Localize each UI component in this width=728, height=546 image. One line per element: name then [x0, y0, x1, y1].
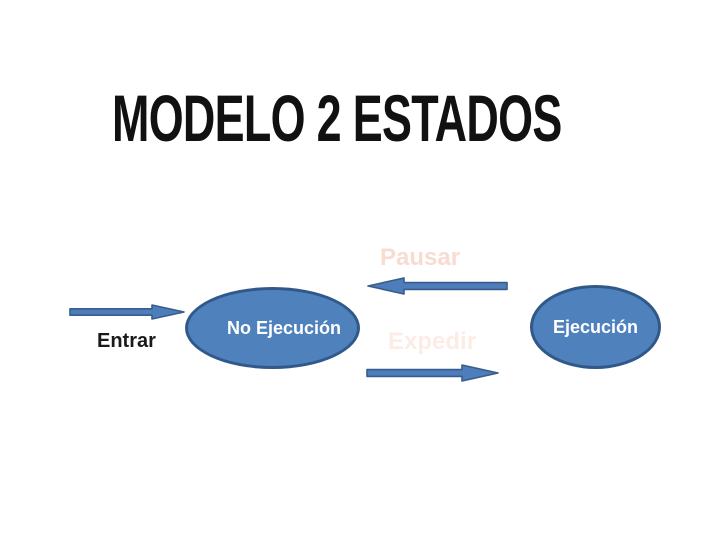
pausar-arrow: [367, 277, 508, 295]
entrar-arrow: [69, 304, 185, 320]
state-no-ejecucion-label: No Ejecución: [226, 317, 342, 338]
slide-title: MODELO 2 ESTADOS: [112, 82, 728, 155]
state-ejecucion-label: Ejecución: [552, 316, 639, 337]
entrar-transition-label: Entrar: [97, 330, 156, 352]
slide-title-text: MODELO 2 ESTADOS: [112, 81, 562, 155]
state-ejecucion: Ejecución: [530, 285, 661, 369]
expedir-arrow: [366, 364, 499, 382]
pausar-transition-label: Pausar: [380, 244, 461, 271]
state-no-ejecucion: No Ejecución: [185, 287, 360, 369]
expedir-transition-label: Expedir: [388, 328, 477, 355]
